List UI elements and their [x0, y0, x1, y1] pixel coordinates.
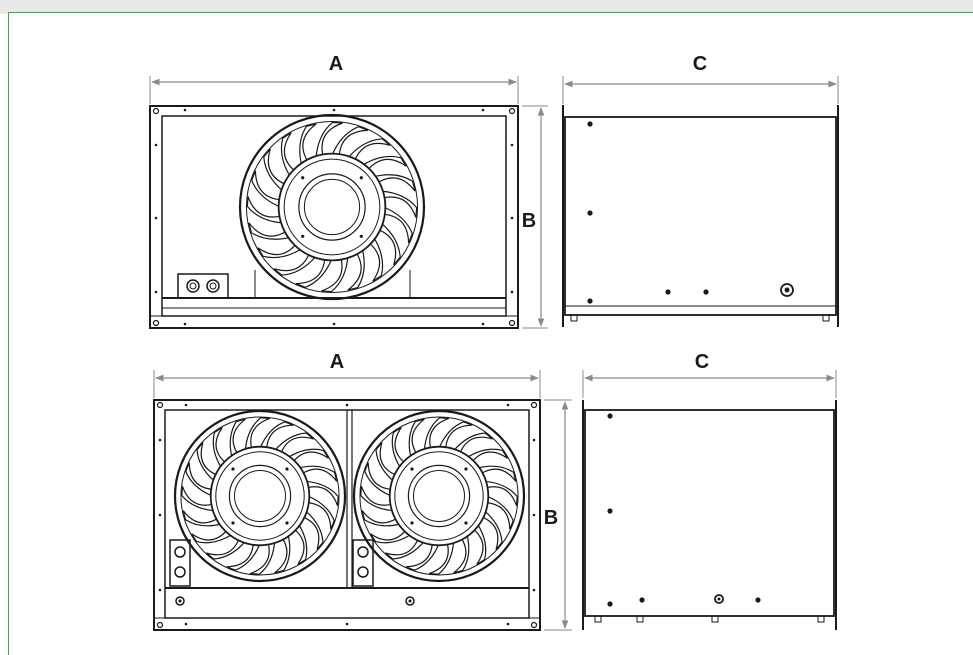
top-side-gland [780, 283, 794, 297]
bottom-dimension-c: C [582, 351, 837, 398]
top-front-view: A B [149, 53, 548, 329]
top-dimension-b: B [522, 105, 548, 329]
top-side-view: C [562, 53, 839, 327]
bottom-side-gland [714, 594, 724, 604]
top-dimension-c: C [562, 53, 839, 104]
bottom-label-c: C [695, 351, 709, 373]
bottom-terminal-box-right [352, 539, 374, 587]
bottom-dimension-b: B [544, 399, 572, 631]
bottom-fan-left [173, 409, 347, 583]
top-label-c: C [693, 53, 707, 75]
diagram-frame [8, 12, 973, 655]
bottom-terminal-box-left [169, 539, 191, 587]
top-fan [238, 113, 426, 301]
bottom-dimension-a: A [153, 351, 541, 398]
top-label-a: A [329, 53, 343, 75]
top-dimension-a: A [149, 53, 519, 104]
bottom-front-view: A B [153, 351, 572, 631]
top-front-flange [149, 105, 519, 329]
bottom-side-body [584, 409, 835, 617]
bottom-label-a: A [330, 351, 344, 373]
top-label-b: B [522, 210, 536, 232]
top-bar [0, 0, 973, 14]
top-side-body [564, 116, 837, 316]
bottom-fan-right [352, 409, 526, 583]
top-terminal-box [177, 273, 229, 299]
bottom-side-view: C [582, 351, 837, 630]
bottom-label-b: B [544, 507, 558, 529]
bottom-front-flange [153, 399, 541, 631]
